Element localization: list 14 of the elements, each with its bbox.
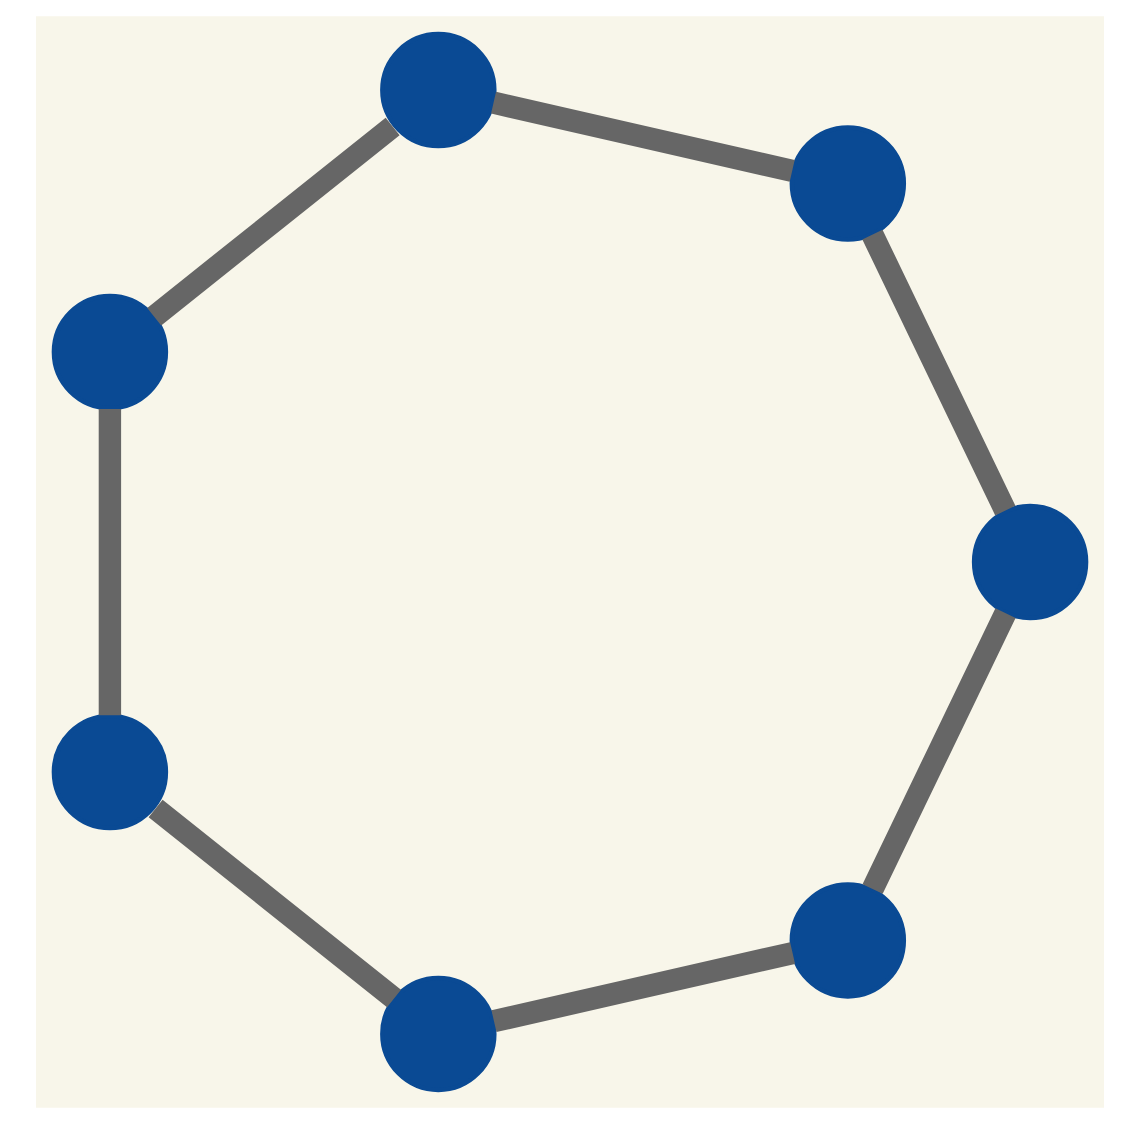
node-circle xyxy=(51,293,169,411)
node-circle xyxy=(971,503,1089,621)
connector xyxy=(491,942,796,1033)
node-circle xyxy=(789,125,907,242)
node-circle xyxy=(51,713,169,831)
connector xyxy=(147,117,400,326)
node-circle xyxy=(789,882,907,999)
connector xyxy=(148,799,402,1008)
connector xyxy=(862,229,1016,516)
connector xyxy=(862,608,1016,894)
node-circle xyxy=(380,975,497,1093)
connector xyxy=(491,91,795,182)
node-circle xyxy=(380,31,497,149)
connector xyxy=(98,409,122,716)
